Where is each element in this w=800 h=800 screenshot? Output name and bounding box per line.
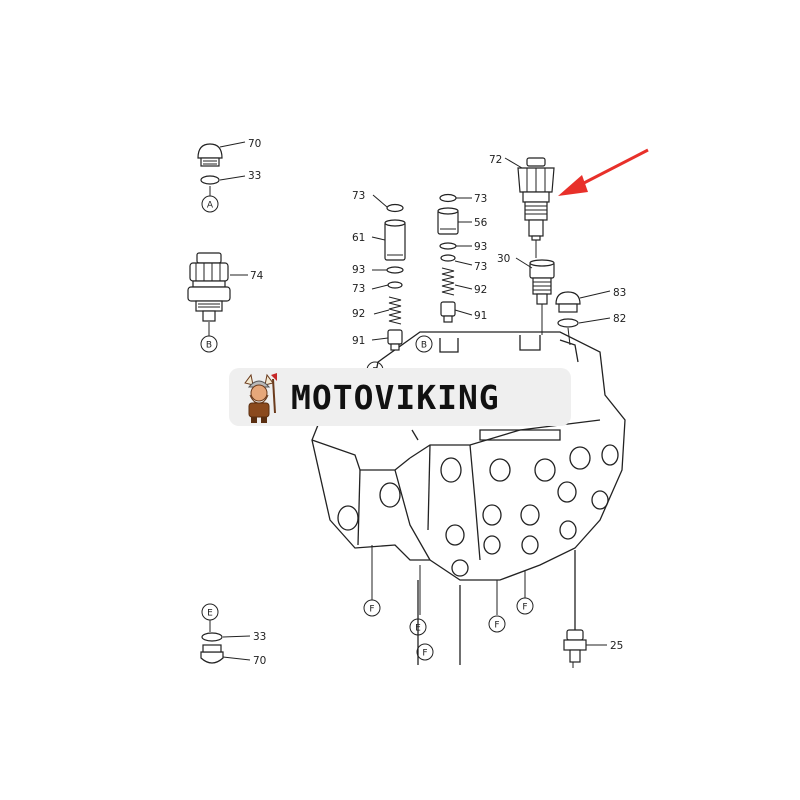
highlight-arrow: [558, 148, 649, 196]
svg-text:F: F: [369, 605, 374, 615]
svg-text:E: E: [415, 624, 421, 634]
callout-83: 83: [613, 287, 626, 299]
ref-circle-f-3: F: [488, 615, 506, 633]
callout-72: 72: [489, 154, 502, 166]
ref-circle-e-bottom: E: [201, 603, 219, 621]
callout-33-top: 33: [248, 170, 261, 182]
callout-56: 56: [474, 217, 488, 229]
poppet-91-a: [387, 329, 403, 351]
ref-circle-f-1: F: [363, 599, 381, 617]
ref-circle-e-mid: E: [409, 618, 427, 636]
callout-91-a: 91: [352, 335, 365, 347]
o-ring-73-c: [439, 193, 457, 203]
o-ring-33-bottom: [201, 632, 223, 642]
callout-25: 25: [610, 640, 623, 652]
callout-73-a: 73: [352, 190, 365, 202]
o-ring-93-a: [386, 266, 404, 274]
ref-circle-f-2: F: [416, 643, 434, 661]
svg-text:E: E: [207, 609, 213, 619]
callout-91-b: 91: [474, 310, 487, 322]
callout-73-d: 73: [474, 261, 487, 273]
svg-text:B: B: [206, 341, 212, 351]
svg-text:F: F: [422, 649, 427, 659]
ref-circle-b-mid: B: [415, 335, 433, 353]
callout-92-b: 92: [474, 284, 487, 296]
callout-93-a: 93: [352, 264, 365, 276]
plug-70-top: [197, 143, 223, 167]
valve-cartridge-72: [517, 157, 555, 241]
callout-30: 30: [497, 253, 510, 265]
poppet-91-b: [440, 301, 456, 323]
spring-92-b: [441, 267, 455, 296]
callout-70-top: 70: [248, 138, 261, 150]
o-ring-73-d: [440, 254, 456, 262]
svg-text:A: A: [207, 201, 214, 211]
ref-circle-f-4: F: [516, 597, 534, 615]
o-ring-82: [557, 318, 579, 328]
callout-73-c: 73: [474, 193, 487, 205]
callout-70-bottom: 70: [253, 655, 266, 667]
plug-70-bottom: [200, 644, 224, 664]
o-ring-73-b: [387, 281, 403, 289]
relief-valve-74: [187, 252, 231, 322]
sleeve-61: [384, 219, 406, 261]
adapter-30: [529, 259, 555, 305]
ref-circle-a-top: A: [201, 195, 219, 213]
callout-92-a: 92: [352, 308, 365, 320]
callout-33-bottom: 33: [253, 631, 266, 643]
brand-name: MOTOVIKING: [291, 377, 500, 417]
callout-61: 61: [352, 232, 365, 244]
control-valve-block: [311, 331, 626, 665]
sleeve-56: [437, 207, 459, 235]
sensor-25: [563, 629, 587, 668]
viking-mascot-icon: [244, 373, 277, 423]
o-ring-93-b: [439, 242, 457, 250]
watermark-banner: MOTOVIKING: [229, 368, 571, 426]
plug-83: [555, 291, 581, 313]
callout-73-b: 73: [352, 283, 365, 295]
o-ring-73-a: [386, 203, 404, 213]
callout-74: 74: [250, 270, 264, 282]
svg-text:B: B: [421, 341, 427, 351]
o-ring-33-top: [200, 175, 220, 185]
svg-text:F: F: [522, 603, 527, 613]
ref-circle-b-left: B: [200, 335, 218, 353]
callout-93-b: 93: [474, 241, 487, 253]
svg-text:F: F: [494, 621, 499, 631]
callout-82: 82: [613, 313, 626, 325]
spring-92-a: [388, 296, 402, 325]
